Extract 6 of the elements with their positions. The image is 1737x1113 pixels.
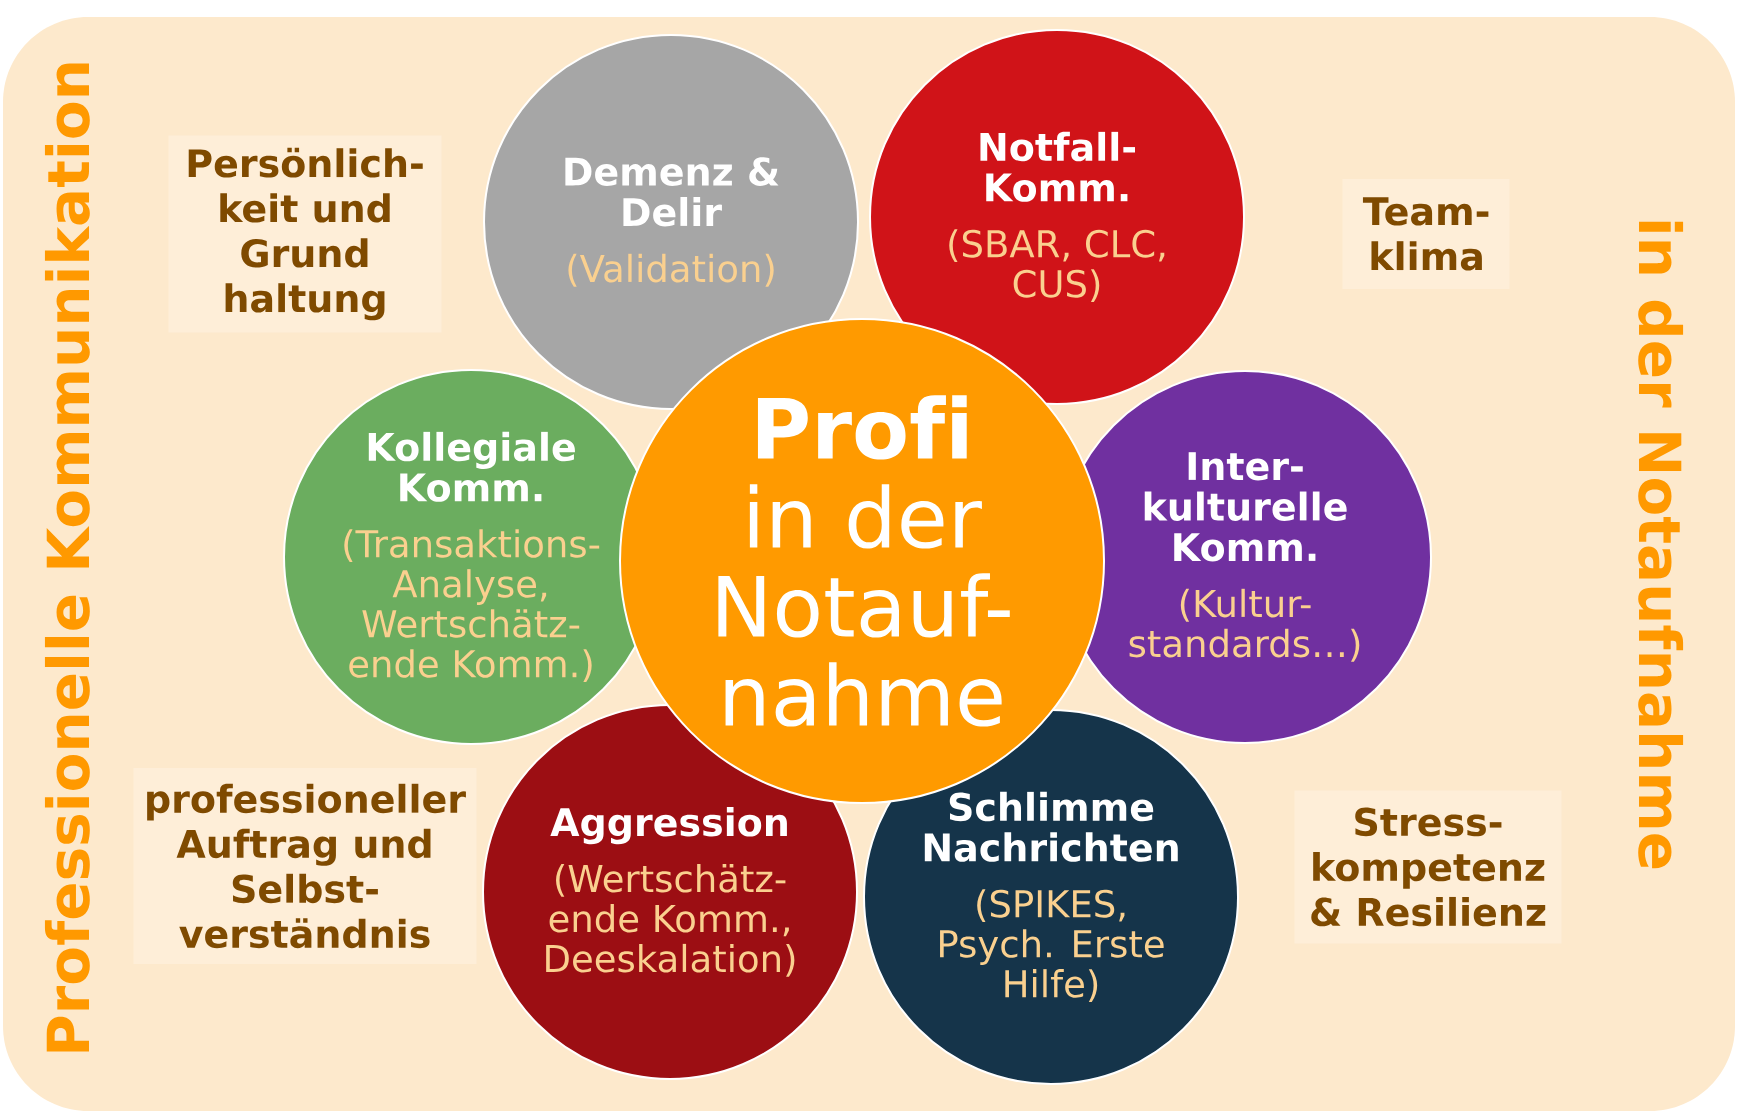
side-heading: Professionelle Kommunikation — [44, 63, 90, 1052]
note-box: Stress- kompetenz & Resilienz — [1294, 790, 1562, 944]
note-box: Team- klima — [1342, 179, 1510, 289]
side-heading: in der Notaufnahme — [1638, 221, 1684, 869]
note-box: Persönlich- keit und Grund haltung — [168, 135, 442, 333]
note-box: professioneller Auftrag und Selbst- verständnis — [133, 768, 477, 964]
